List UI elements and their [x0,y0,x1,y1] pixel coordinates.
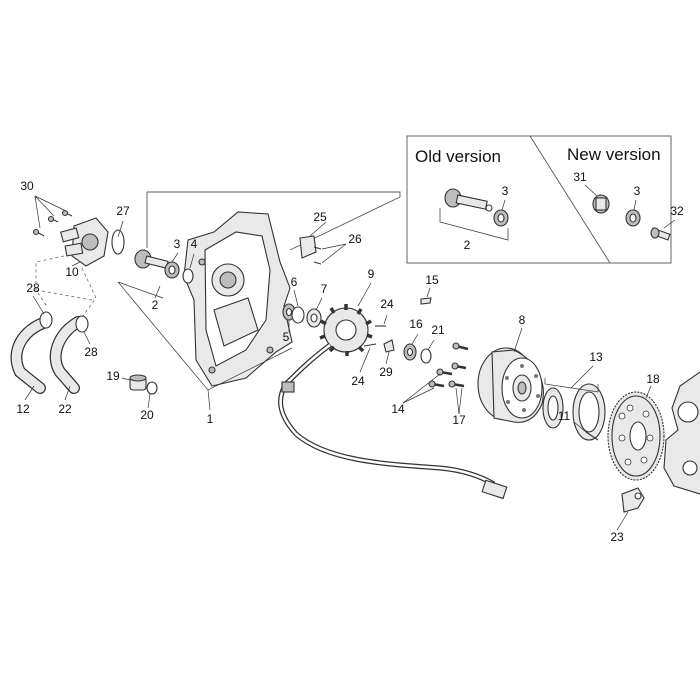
callout-2: 2 [152,298,159,312]
nut-16 [403,343,417,361]
stator-wire-harness [278,343,508,500]
new-seal [625,209,641,227]
key-15 [420,297,432,305]
bracket-23 [621,487,645,513]
callout-25: 25 [313,210,327,224]
callout-16: 16 [409,317,423,331]
callout-6: 6 [291,275,298,289]
callout-32: 32 [670,204,684,218]
callout-11: 11 [558,409,571,423]
callout-31: 31 [573,170,587,184]
freewheel-13 [542,383,606,441]
clip-29 [383,339,395,353]
screws-30 [32,209,73,237]
plug-19 [129,374,147,391]
stator-9 [319,304,373,356]
callout-3-new: 3 [634,184,641,198]
callout-3: 3 [174,237,181,251]
callout-9: 9 [368,267,375,281]
callout-24b: 24 [351,374,365,388]
pump-shaft [134,249,169,269]
callout-12: 12 [16,402,30,416]
pump-seal [164,261,180,279]
washer-21 [420,348,432,364]
callout-27: 27 [116,204,130,218]
callout-19: 19 [106,369,120,383]
plate-25 [299,235,317,259]
hose-routing-a [35,255,65,309]
callout-18: 18 [646,372,660,386]
bolts-14-17 [428,342,469,388]
hose-routing-b [79,267,97,321]
leader-frame-top [147,191,401,197]
callout-23: 23 [610,530,624,544]
callout-22: 22 [58,402,72,416]
callout-numbers: 1 2 2 3 3 3 4 5 6 7 8 9 10 11 12 13 14 1… [16,170,684,544]
seal-7 [306,308,322,328]
callout-30: 30 [20,179,34,193]
pump-cover-10 [60,217,109,267]
hose-22 [49,316,84,394]
seal-6 [291,306,305,324]
callout-1: 1 [207,412,214,426]
inset-divider [529,135,611,264]
callout-29: 29 [379,365,393,379]
crankcase-cover [183,211,293,387]
callout-28b: 28 [84,345,98,359]
leader-lines [24,184,676,531]
old-seal [493,209,509,227]
callout-26: 26 [348,232,362,246]
o-ring-27 [111,229,125,255]
callout-24a: 24 [380,297,394,311]
callout-20: 20 [140,408,154,422]
flywheel-rotor-8 [477,347,544,423]
hose-12 [10,316,52,394]
starter-gear-18 [607,391,665,481]
callout-8: 8 [519,313,526,327]
callout-21: 21 [431,323,445,337]
screw-24b [363,343,377,347]
callout-17: 17 [452,413,466,427]
callout-28a: 28 [26,281,40,295]
pin-11 [585,431,599,441]
clamp-28a [39,311,53,329]
callout-5: 5 [283,330,290,344]
callout-4: 4 [191,237,198,251]
new-pump-shaft [592,194,610,214]
washer-20 [146,381,158,395]
inset-frame [406,135,672,264]
callout-13: 13 [589,350,603,364]
callout-2-old: 2 [464,238,471,252]
clamp-28b [75,315,89,333]
callout-10: 10 [65,265,79,279]
old-pump-shaft [444,188,493,212]
new-shaft-pin [650,227,671,241]
screws-26 [313,246,322,265]
version-inset: Old version New version [406,135,672,264]
engine-case-edge [663,371,700,495]
old-version-label: Old version [415,147,501,166]
callout-14: 14 [391,402,405,416]
o-ring-4 [182,268,194,284]
callout-15: 15 [425,273,439,287]
callout-7: 7 [321,282,328,296]
callout-3-old: 3 [502,184,509,198]
new-version-label: New version [567,145,661,164]
